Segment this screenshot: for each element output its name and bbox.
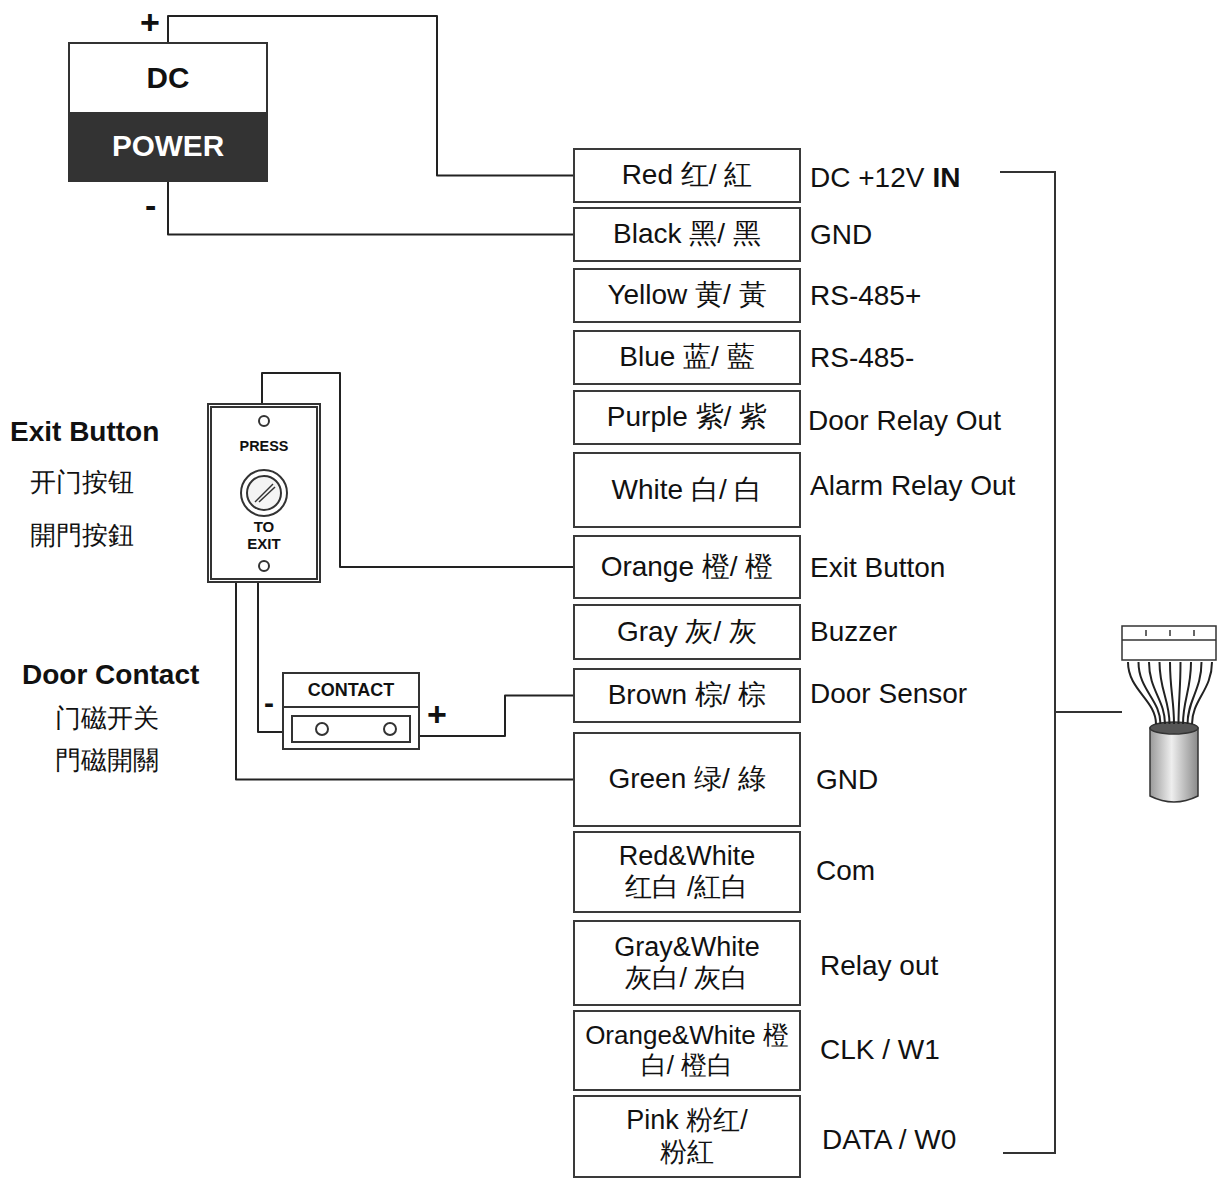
node-text: Blue 蓝/ 藍: [619, 341, 754, 373]
wire-connector: [168, 182, 573, 235]
wire-strand: [1179, 662, 1181, 724]
wire-color-box: White 白/ 白: [573, 452, 801, 528]
signal-label: CLK / W1: [820, 1034, 940, 1066]
node-text: Green 绿/ 綠: [608, 763, 765, 795]
node-text: Gray 灰/ 灰: [617, 616, 757, 648]
signal-label: Relay out: [820, 950, 938, 982]
signal-label: Door Relay Out: [808, 405, 1001, 437]
node-text: Brown 棕/ 棕: [608, 679, 767, 711]
signal-label: IN: [932, 162, 960, 194]
exit-button-box: PRESS TO EXIT: [207, 403, 321, 583]
wire-color-box: Gray 灰/ 灰: [573, 604, 801, 660]
signal-label: -: [145, 186, 156, 225]
signal-label: 门磁开关: [55, 701, 159, 736]
node-text: Purple 紫/ 紫: [607, 401, 767, 433]
node-text: DC: [70, 44, 266, 112]
leader-line: [1055, 711, 1122, 713]
node-text: Pink 粉红/粉紅: [620, 1105, 755, 1167]
wire-strand: [1128, 662, 1156, 724]
door-contact-box: CONTACT: [282, 672, 420, 750]
wire-color-box: Orange&White 橙白/ 橙白: [573, 1010, 801, 1091]
node-text: TO EXIT: [239, 518, 289, 552]
wire-connector: [420, 696, 573, 737]
bracket: [1000, 172, 1055, 1153]
signal-label: GND: [816, 764, 878, 796]
signal-label: Door Contact: [22, 659, 199, 691]
signal-label: 門磁開關: [55, 743, 159, 778]
node-text: Red&White 红白 /紅白: [602, 841, 772, 903]
wire-color-box: Blue 蓝/ 藍: [573, 330, 801, 385]
wire-color-box: Orange 橙/ 橙: [573, 535, 801, 599]
wire-color-box: Brown 棕/ 棕: [573, 668, 801, 723]
wire-color-box: Green 绿/ 綠: [573, 732, 801, 827]
signal-label: Exit Button: [810, 552, 945, 584]
node-text: PRESS: [212, 438, 316, 454]
node-text: CONTACT: [284, 674, 418, 708]
wire-strand: [1160, 662, 1170, 724]
node-text: White 白/ 白: [612, 474, 763, 506]
wire-color-box: Purple 紫/ 紫: [573, 390, 801, 445]
wire-connector: [236, 583, 573, 780]
node-text: Gray&White 灰白/ 灰白: [598, 932, 776, 994]
node-text: Orange&White 橙白/ 橙白: [582, 1021, 792, 1081]
signal-label: Alarm Relay Out: [810, 470, 1015, 502]
signal-label: Buzzer: [810, 616, 897, 648]
wire-connector: [258, 583, 282, 732]
wire-color-box: Red&White 红白 /紅白: [573, 831, 801, 913]
signal-label: 开门按钮: [30, 465, 134, 500]
wire-color-box: Yellow 黄/ 黃: [573, 268, 801, 323]
wire-color-box: Gray&White 灰白/ 灰白: [573, 920, 801, 1006]
node-text: Yellow 黄/ 黃: [607, 279, 766, 311]
signal-label: RS-485-: [810, 342, 914, 374]
signal-label: +: [427, 695, 447, 734]
signal-label: DATA / W0: [822, 1124, 956, 1156]
signal-label: +: [140, 3, 160, 42]
wire-strand: [1183, 662, 1191, 724]
signal-label: 開門按鈕: [30, 518, 134, 553]
wire-strand: [1192, 662, 1212, 724]
node-text: Red 红/ 紅: [622, 159, 753, 191]
signal-label: Com: [816, 855, 875, 887]
node-text: Orange 橙/ 橙: [601, 551, 774, 583]
signal-label: RS-485+: [810, 280, 921, 312]
connector-icon: [1122, 626, 1216, 802]
wire-color-box: Black 黑/ 黑: [573, 207, 801, 262]
signal-label: GND: [810, 219, 872, 251]
signal-label: DC +12V: [810, 162, 924, 194]
signal-label: -: [264, 686, 274, 720]
wire-color-box: Pink 粉红/粉紅: [573, 1095, 801, 1178]
power-supply-box: DCPOWER: [68, 42, 268, 182]
door-contact-symbol: [292, 716, 410, 742]
node-text: Black 黑/ 黑: [613, 218, 761, 250]
wire-strand: [1188, 662, 1202, 724]
node-text: POWER: [70, 112, 266, 180]
signal-label: Exit Button: [10, 416, 159, 448]
wire-strand: [1170, 662, 1174, 724]
wire-strand: [1149, 662, 1165, 724]
signal-label: Door Sensor: [810, 678, 967, 710]
wire-color-box: Red 红/ 紅: [573, 148, 801, 203]
